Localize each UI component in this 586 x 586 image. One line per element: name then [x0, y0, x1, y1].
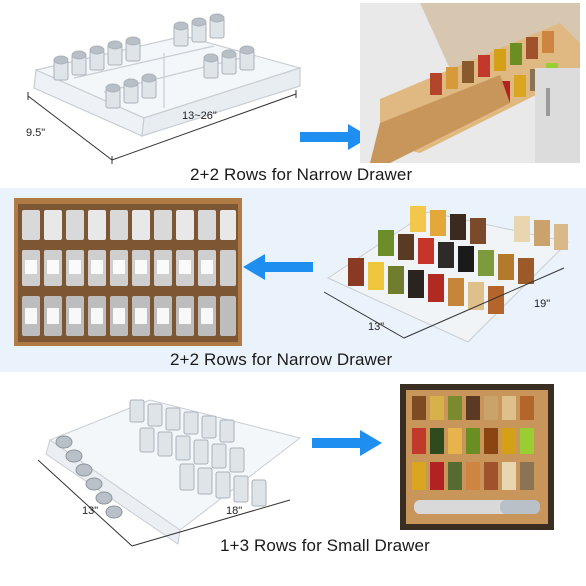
- arrow-right-icon: [300, 122, 370, 152]
- arrow-left-icon: [243, 252, 313, 282]
- expandable-rack-illustration: [14, 8, 314, 168]
- small-drawer-rack-illustration: [20, 380, 310, 560]
- width-dimension-label: 9.5": [26, 127, 46, 139]
- section-2-caption: 2+2 Rows for Narrow Drawer: [170, 350, 393, 369]
- length-dimension-label: 13~26": [182, 110, 217, 122]
- length-dimension-label: 19": [534, 298, 551, 310]
- length-dimension-label: 18": [226, 505, 243, 517]
- small-drawer-photo: [400, 384, 554, 530]
- section-1-caption: 2+2 Rows for Narrow Drawer: [190, 165, 413, 184]
- narrow-drawer-photo: [360, 3, 580, 163]
- section-3-caption: 1+3 Rows for Small Drawer: [220, 536, 430, 555]
- width-dimension-label: 13": [82, 505, 99, 517]
- narrow-drawer-jars-photo: [14, 198, 242, 346]
- filled-rack-illustration: [318, 192, 578, 352]
- width-dimension-label: 13": [368, 321, 385, 333]
- arrow-right-icon: [312, 428, 382, 458]
